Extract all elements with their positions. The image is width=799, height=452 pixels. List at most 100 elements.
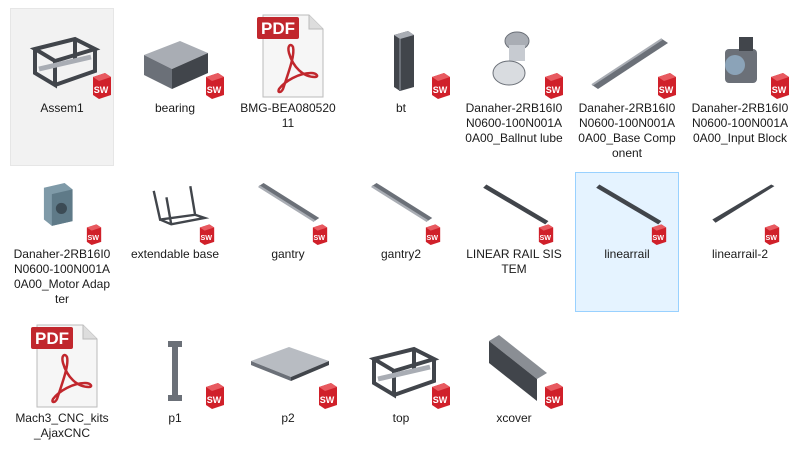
file-item[interactable]: SW linearrail-2 (688, 172, 792, 312)
svg-text:SW: SW (433, 85, 448, 95)
file-thumbnail: SW (239, 175, 337, 245)
file-name-label: Danaher-2RB16I0N0600-100N001A0A00_Ballnu… (465, 101, 563, 145)
svg-text:SW: SW (652, 234, 664, 242)
file-item[interactable]: SW Danaher-2RB16I0N0600-100N001A0A00_Ball… (462, 8, 566, 166)
solidworks-part-icon: SW (394, 31, 450, 99)
solidworks-badge-icon: SW (545, 73, 563, 99)
solidworks-part-icon: SW (596, 184, 667, 245)
solidworks-part-icon: SW (712, 184, 780, 245)
file-item[interactable]: PDF BMG-BEA08052011 (236, 8, 340, 166)
file-name-label: p2 (281, 411, 295, 425)
file-item[interactable]: SW Danaher-2RB16I0N0600-100N001A0A00_Base… (575, 8, 679, 166)
file-item[interactable]: SW p2 (236, 318, 340, 446)
file-item[interactable]: SW gantry (236, 172, 340, 312)
file-name-label: Danaher-2RB16I0N0600-100N001A0A00_Motor … (13, 247, 111, 306)
file-item[interactable]: SW Assem1 (10, 8, 114, 166)
solidworks-badge-icon: SW (319, 383, 337, 409)
solidworks-part-icon: SW (483, 184, 554, 245)
solidworks-badge-icon: SW (425, 224, 441, 245)
svg-text:SW: SW (207, 395, 222, 405)
svg-text:SW: SW (313, 234, 325, 242)
solidworks-part-icon: SW (29, 36, 111, 99)
pdf-banner-text: PDF (35, 329, 69, 348)
file-item[interactable]: SW gantry2 (349, 172, 453, 312)
solidworks-badge-icon: SW (545, 383, 563, 409)
solidworks-part-icon: SW (591, 38, 676, 99)
file-thumbnail: SW (578, 11, 676, 99)
svg-text:SW: SW (659, 85, 674, 95)
file-name-label: gantry (271, 247, 305, 261)
svg-text:SW: SW (87, 234, 99, 242)
file-name-label: linearrail (604, 247, 650, 261)
file-name-label: Assem1 (40, 101, 84, 115)
file-thumbnail: PDF (239, 11, 337, 99)
file-name-label: xcover (496, 411, 532, 425)
pdf-banner-text: PDF (261, 19, 295, 38)
solidworks-part-icon: SW (43, 182, 102, 245)
solidworks-badge-icon: SW (764, 224, 780, 245)
file-thumbnail: SW (578, 175, 676, 245)
file-thumbnail: SW (691, 11, 789, 99)
file-thumbnail: SW (13, 11, 111, 99)
solidworks-badge-icon: SW (312, 224, 328, 245)
file-thumbnail: PDF (13, 321, 111, 409)
file-item[interactable]: SW Danaher-2RB16I0N0600-100N001A0A00_Moto… (10, 172, 114, 312)
solidworks-badge-icon: SW (651, 224, 667, 245)
file-item[interactable]: SW top (349, 318, 453, 446)
solidworks-badge-icon: SW (538, 224, 554, 245)
file-name-label: top (392, 411, 410, 425)
solidworks-badge-icon: SW (658, 73, 676, 99)
file-name-label: gantry2 (380, 247, 422, 261)
solidworks-badge-icon: SW (206, 383, 224, 409)
solidworks-part-icon: SW (251, 347, 337, 409)
solidworks-part-icon: SW (371, 182, 441, 245)
solidworks-badge-icon: SW (432, 73, 450, 99)
file-thumbnail: SW (465, 175, 563, 245)
solidworks-badge-icon: SW (86, 224, 102, 245)
svg-text:SW: SW (546, 85, 561, 95)
file-thumbnail: SW (239, 321, 337, 409)
svg-text:SW: SW (539, 234, 551, 242)
file-item[interactable]: SW bearing (123, 8, 227, 166)
file-name-label: p1 (168, 411, 182, 425)
solidworks-part-icon: SW (492, 31, 563, 99)
svg-text:SW: SW (320, 395, 335, 405)
file-name-label: linearrail-2 (711, 247, 769, 261)
pdf-file-icon: PDF (31, 324, 98, 408)
file-thumbnail: SW (352, 321, 450, 409)
file-item[interactable]: SW p1 (123, 318, 227, 446)
svg-text:SW: SW (765, 234, 777, 242)
file-name-label: bearing (154, 101, 196, 115)
svg-text:SW: SW (426, 234, 438, 242)
solidworks-part-icon: SW (489, 335, 563, 409)
file-thumbnail: SW (126, 321, 224, 409)
file-name-label: Danaher-2RB16I0N0600-100N001A0A00_Base C… (578, 101, 676, 160)
solidworks-part-icon: SW (144, 41, 224, 99)
pdf-file-icon: PDF (257, 14, 324, 98)
file-name-label: LINEAR RAIL SISTEM (466, 247, 562, 276)
file-thumbnail: SW (465, 11, 563, 99)
file-thumbnail: SW (352, 11, 450, 99)
svg-text:SW: SW (772, 85, 787, 95)
solidworks-badge-icon: SW (199, 224, 215, 245)
file-item[interactable]: SW LINEAR RAIL SISTEM (462, 172, 566, 312)
file-thumbnail: SW (352, 175, 450, 245)
solidworks-part-icon: SW (368, 346, 450, 409)
solidworks-badge-icon: SW (432, 383, 450, 409)
solidworks-part-icon: SW (168, 341, 224, 409)
file-item[interactable]: SW xcover (462, 318, 566, 446)
file-name-label: BMG-BEA08052011 (240, 101, 336, 130)
svg-text:SW: SW (207, 85, 222, 95)
file-thumbnail: SW (13, 175, 111, 245)
svg-text:SW: SW (200, 234, 212, 242)
file-thumbnail: SW (126, 175, 224, 245)
solidworks-badge-icon: SW (771, 73, 789, 99)
solidworks-part-icon: SW (725, 37, 789, 99)
solidworks-badge-icon: SW (206, 73, 224, 99)
